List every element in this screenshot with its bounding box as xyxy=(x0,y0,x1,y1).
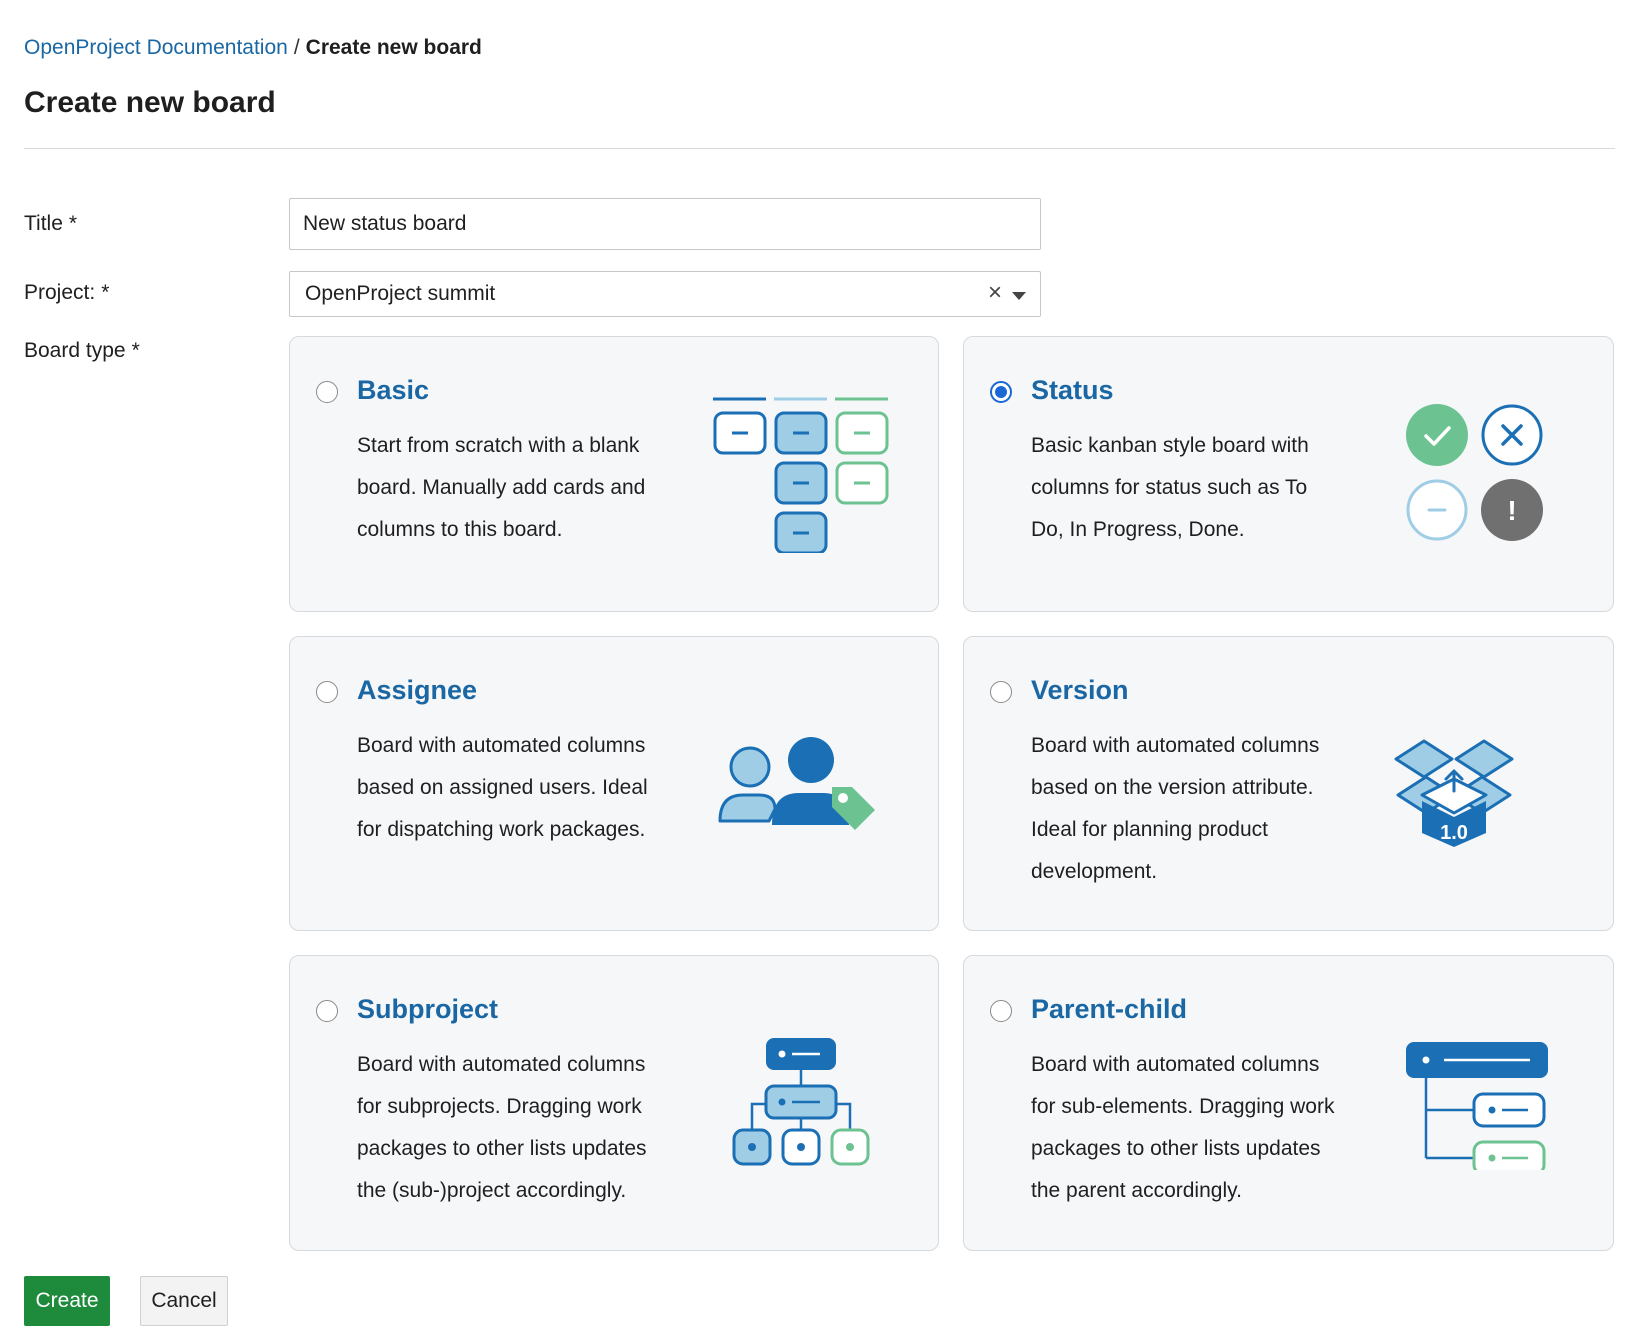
radio-status[interactable] xyxy=(990,381,1012,403)
breadcrumb-current: Create new board xyxy=(305,36,482,59)
board-type-card-basic[interactable]: Basic Start from scratch with a blank bo… xyxy=(289,336,939,612)
project-select[interactable]: OpenProject summit × xyxy=(289,271,1041,317)
title-divider xyxy=(24,148,1615,149)
board-type-title: Status xyxy=(1031,375,1114,405)
board-type-description: Start from scratch with a blank board. M… xyxy=(357,434,646,541)
title-label-text: Title xyxy=(24,212,63,235)
board-type-title: Parent-child xyxy=(1031,994,1188,1024)
title-input[interactable] xyxy=(289,198,1041,250)
create-button[interactable]: Create xyxy=(24,1276,110,1326)
version-number-label: 1.0 xyxy=(1440,822,1468,844)
title-label: Title* xyxy=(24,210,77,238)
warning-icon-mark: ! xyxy=(1507,495,1516,526)
radio-parent-child[interactable] xyxy=(990,1000,1012,1022)
project-select-value: OpenProject summit xyxy=(305,282,496,305)
board-type-card-status[interactable]: Status Basic kanban style board with col… xyxy=(963,336,1614,612)
radio-basic[interactable] xyxy=(316,381,338,403)
parent-child-tree-icon xyxy=(1406,1042,1548,1170)
subproject-hierarchy-icon xyxy=(732,1038,870,1166)
board-type-card-parent-child[interactable]: Parent-child Board with automated column… xyxy=(963,955,1614,1251)
board-type-label: Board type* xyxy=(24,337,140,365)
radio-assignee[interactable] xyxy=(316,681,338,703)
page-title: Create new board xyxy=(24,86,276,119)
board-type-title: Basic xyxy=(357,375,430,405)
board-type-description: Board with automated columns based on th… xyxy=(1031,734,1320,883)
board-type-card-subproject[interactable]: Subproject Board with automated columns … xyxy=(289,955,939,1251)
clear-icon[interactable]: × xyxy=(987,279,1002,306)
board-type-card-version[interactable]: Version Board with automated columns bas… xyxy=(963,636,1614,931)
required-mark: * xyxy=(131,339,140,362)
board-type-card-assignee[interactable]: Assignee Board with automated columns ba… xyxy=(289,636,939,931)
required-mark: * xyxy=(101,281,110,304)
board-type-description: Board with automated columns for subproj… xyxy=(357,1053,647,1202)
breadcrumb-link-openproject-documentation[interactable]: OpenProject Documentation xyxy=(24,36,288,59)
project-label: Project:* xyxy=(24,279,109,307)
board-type-title: Version xyxy=(1031,675,1129,705)
radio-version[interactable] xyxy=(990,681,1012,703)
users-icon xyxy=(718,737,875,830)
status-board-icon: ! xyxy=(1406,404,1543,541)
board-type-description: Board with automated columns for sub-ele… xyxy=(1031,1053,1335,1202)
cancel-button[interactable]: Cancel xyxy=(140,1276,228,1326)
board-type-title: Assignee xyxy=(357,675,478,705)
version-box-icon: 1.0 xyxy=(1394,739,1514,847)
board-type-label-text: Board type xyxy=(24,339,126,362)
board-type-title: Subproject xyxy=(357,994,499,1024)
board-type-description: Basic kanban style board with columns fo… xyxy=(1031,434,1309,541)
breadcrumb: OpenProject Documentation/Create new boa… xyxy=(24,34,482,62)
board-type-description: Board with automated columns based on as… xyxy=(357,734,648,841)
project-label-text: Project: xyxy=(24,281,96,304)
chevron-down-icon[interactable] xyxy=(1012,292,1026,300)
basic-board-icon xyxy=(713,397,889,553)
breadcrumb-separator: / xyxy=(293,36,300,59)
radio-subproject[interactable] xyxy=(316,1000,338,1022)
required-mark: * xyxy=(68,212,78,235)
